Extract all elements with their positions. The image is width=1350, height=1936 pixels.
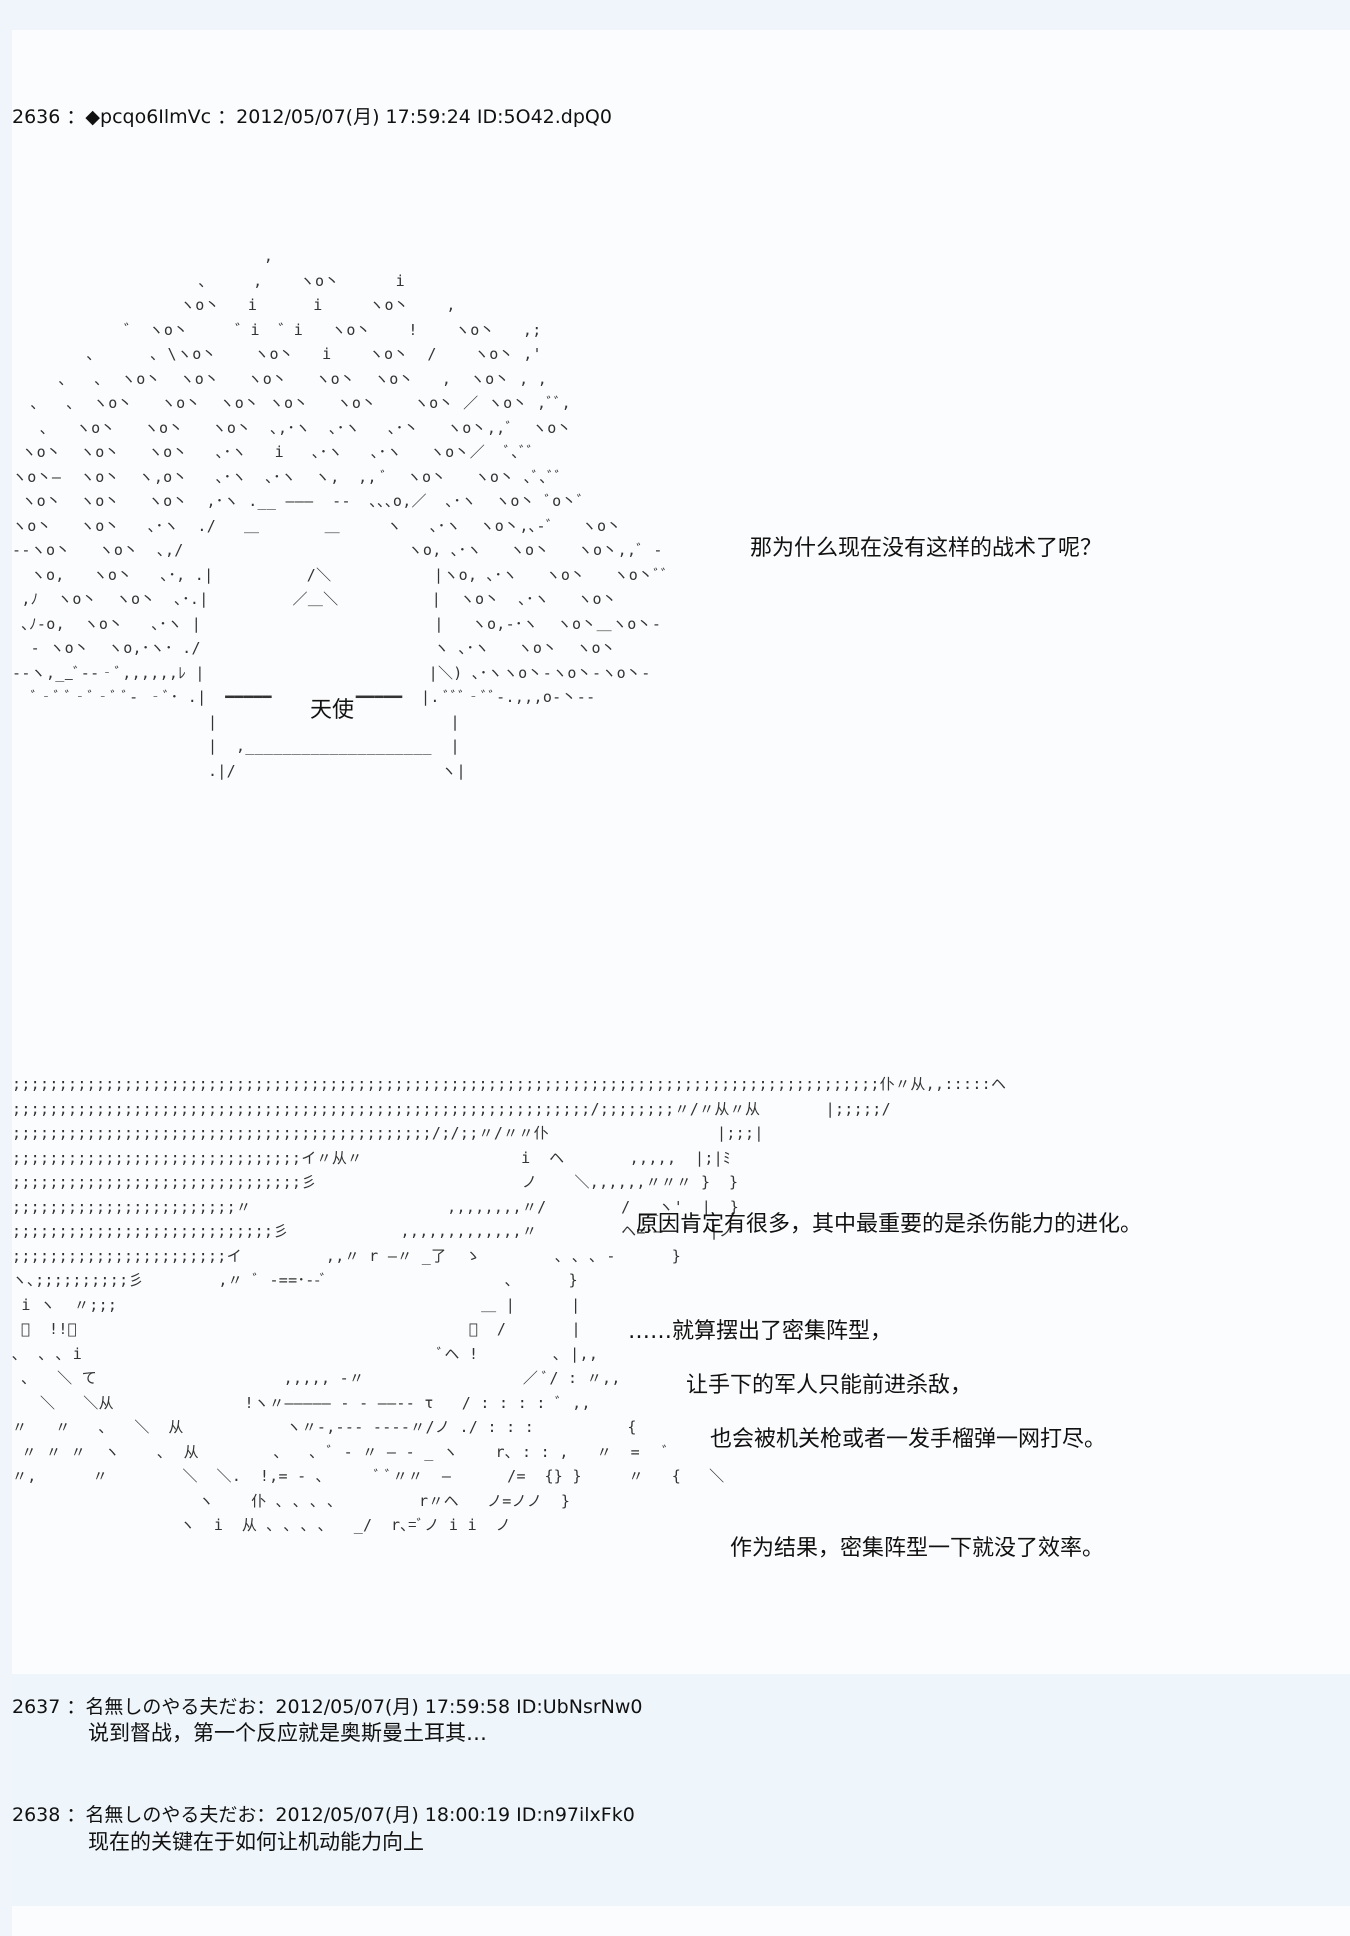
angel-label: 天使 [310, 698, 355, 723]
narration-line: 让手下的军人只能前进杀敌， [686, 1373, 973, 1398]
post-header: 2636 ：◆pcqo6IlmVc ：2012/05/07(月) 17:59:2… [12, 106, 612, 128]
narration-line: 作为结果，密集阵型一下就没了效率。 [730, 1536, 1105, 1561]
narration-line: 那为什么现在没有这样的战术了呢？ [750, 536, 1103, 561]
bottom-strip [12, 1906, 1350, 1936]
reply-post-panel [12, 1782, 1350, 1906]
post-body: 现在的关键在于如何让机动能力向上 [88, 1830, 424, 1854]
ascii-art-angel: , ､ , ヽo丶 i ヽo丶 i i ヽo丶 , ゛ ヽo丶 ゛i ゛i ヽo… [12, 247, 669, 780]
post-header: 2637 ：名無しのやる夫だお：2012/05/07(月) 17:59:58 I… [12, 1696, 643, 1718]
main-post-panel [12, 30, 1350, 1674]
narration-line: 也会被机关枪或者一发手榴弹一网打尽。 [710, 1427, 1107, 1452]
narration-line: ……就算摆出了密集阵型， [628, 1319, 893, 1344]
ascii-art-soldier: ;;;;;;;;;;;;;;;;;;;;;;;;;;;;;;;;;;;;;;;;… [12, 1075, 1007, 1534]
reply-post-panel [12, 1674, 1350, 1782]
post-header: 2638 ：名無しのやる夫だお：2012/05/07(月) 18:00:19 I… [12, 1804, 635, 1826]
post-body: 说到督战，第一个反应就是奥斯曼土耳其… [88, 1721, 487, 1745]
narration-line: 原因肯定有很多，其中最重要的是杀伤能力的进化。 [636, 1212, 1143, 1237]
